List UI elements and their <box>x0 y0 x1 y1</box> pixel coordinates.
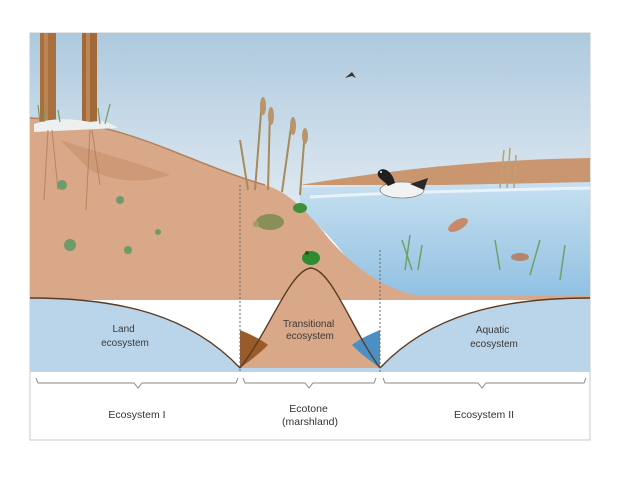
ecotone-caption: Ecotone (marshland) <box>282 403 338 428</box>
transitional-ecosystem-label: Transitional ecosystem <box>283 319 337 342</box>
ecosystem-1-caption: Ecosystem I <box>108 409 165 421</box>
ecosystem-2-caption: Ecosystem II <box>454 409 514 421</box>
